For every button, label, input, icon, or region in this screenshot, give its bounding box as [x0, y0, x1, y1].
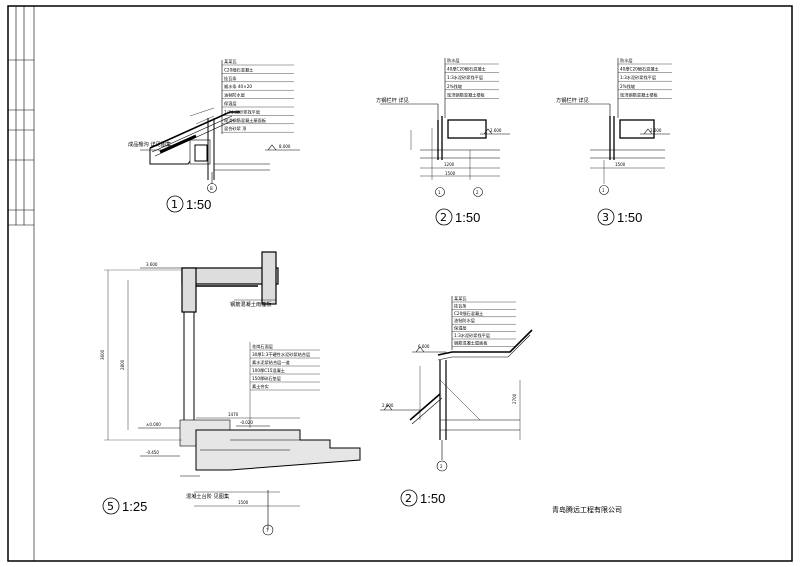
layer-note: 防水层: [447, 57, 460, 64]
layer-note: 挂瓦条: [224, 75, 237, 82]
layer-note: 顺水条 40×20: [224, 83, 252, 90]
layer-note: 花岗石面层: [252, 343, 273, 350]
detail-1-axis-label: B: [210, 186, 213, 191]
detail-5-elev-a: 3.600: [146, 262, 158, 267]
detail-2-top: [380, 58, 510, 197]
layer-note: 2%找坡: [447, 83, 463, 90]
detail-2-scale: 1:50: [455, 210, 480, 225]
detail-2-bubble: [435, 208, 453, 226]
detail-2-axis-a: 1: [438, 190, 441, 195]
layer-note: 素水泥浆结合层一道: [252, 359, 291, 366]
detail-3-bubble-label: 3: [602, 211, 609, 224]
detail-5-text: 花岗石面层30厚1:3干硬性水泥砂浆结合层素水泥浆结合层一道100厚C15混凝土…: [100, 262, 320, 533]
detail-5-scale: 1:25: [122, 499, 147, 514]
detail-5-dim-c: 1470: [228, 412, 239, 417]
detail-1: [140, 60, 300, 193]
layer-note: 钢筋混凝土屋面板: [454, 339, 488, 346]
detail-1-callout: 成品檐沟 详见图集: [128, 140, 172, 148]
detail-2b-dim: 2700: [512, 393, 517, 404]
layer-note: 2%找坡: [620, 83, 636, 90]
detail-5-elev-d: -0.450: [146, 450, 159, 455]
detail-2-elev: 2.600: [490, 128, 502, 133]
detail-3-scale: 1:50: [617, 210, 642, 225]
detail-2-bottom-text: 某某瓦挂瓦条C20细石混凝土油毡防水层保温层1:3水泥砂浆找平层钢筋混凝土屋面板…: [382, 296, 517, 507]
layer-note: 素土夯实: [252, 383, 269, 390]
layer-note: 30厚1:3干硬性水泥砂浆结合层: [252, 351, 310, 358]
detail-2-callout: 方钢栏杆 详见: [376, 96, 409, 104]
detail-2-dim-b: 1500: [445, 171, 456, 176]
detail-5-callout-top: 钢筋混凝土雨篷板: [230, 300, 272, 308]
detail-1-bubble: [166, 195, 184, 213]
detail-2b-elev-a: 6.600: [418, 344, 430, 349]
detail-1-bubble-label: 1: [171, 198, 178, 211]
layer-note: 1:3水泥砂浆找平层: [620, 74, 656, 81]
detail-5-elev-b: ±0.000: [146, 422, 161, 427]
detail-2-bottom: [380, 296, 533, 472]
layer-note: 保温层: [454, 325, 467, 332]
layer-note: 现浇钢筋混凝土楼板: [447, 91, 486, 98]
detail-2-axis-b: 2: [476, 190, 479, 195]
detail-3: [560, 58, 670, 195]
sheet-border: [7, 5, 793, 562]
layer-note: C20细石混凝土: [224, 66, 253, 73]
detail-5-callout-bottom: 混凝土台阶 见图集: [186, 492, 230, 500]
detail-3-axis-a: 1: [602, 188, 605, 193]
detail-2b-axis: 2: [440, 464, 443, 469]
layer-note: 某某瓦: [224, 59, 237, 65]
detail-1-elev: 8.000: [279, 144, 291, 149]
layer-note: 1:3水泥砂浆找平层: [454, 332, 490, 339]
layer-note: 挂瓦条: [454, 302, 467, 309]
detail-5-bubble: [102, 497, 120, 515]
detail-2-dim-a: 1200: [444, 162, 455, 167]
company-name: 青岛腾远工程有限公司: [552, 505, 622, 514]
detail-2b-elev-b: 2.600: [382, 403, 394, 408]
layer-note: 100厚C15混凝土: [252, 367, 285, 374]
detail-2-bubble-label: 2: [440, 211, 447, 224]
layer-note: 1:3水泥砂浆找平层: [447, 74, 483, 81]
detail-3-callout: 方钢栏杆 详见: [556, 96, 589, 104]
detail-5-axis: 7: [266, 528, 269, 533]
layer-note: 150厚碎石垫层: [252, 375, 281, 382]
detail-5-dim-a: 3600: [100, 349, 105, 360]
detail-3-elev: 2.600: [650, 128, 662, 133]
detail-5-bubble-label: 5: [107, 500, 114, 513]
detail-5-dim-b: 1500: [238, 500, 249, 505]
detail-1-scale: 1:50: [186, 197, 211, 212]
layer-note: 油毡防水层: [454, 317, 475, 324]
detail-2b-bubble: [400, 489, 418, 507]
layer-note: 现浇钢筋混凝土楼板: [620, 91, 659, 98]
detail-3-dim-a: 1500: [615, 162, 626, 167]
detail-2b-scale: 1:50: [420, 491, 445, 506]
layer-note: 油毡防水层: [224, 92, 245, 99]
layer-note: 混合砂浆 顶: [224, 125, 247, 132]
detail-3-bubble: [597, 208, 615, 226]
layer-note: 40厚C20细石混凝土: [447, 66, 486, 73]
layer-note: 40厚C20细石混凝土: [620, 66, 659, 73]
layer-note: 防水层: [620, 57, 633, 64]
detail-2b-bubble-label: 2: [405, 492, 412, 505]
layer-note: 现浇钢筋混凝土屋面板: [224, 117, 267, 124]
layer-note: 保温层: [224, 100, 237, 107]
detail-5-elev-c: -0.020: [240, 420, 253, 425]
layer-note: 1:3水泥砂浆找平层: [224, 108, 260, 115]
title-strip: [8, 6, 35, 561]
layer-note: C20细石混凝土: [454, 310, 483, 317]
detail-5: [104, 251, 361, 536]
layer-note: 某某瓦: [454, 296, 467, 302]
detail-5-dim-d: 2800: [120, 359, 125, 370]
